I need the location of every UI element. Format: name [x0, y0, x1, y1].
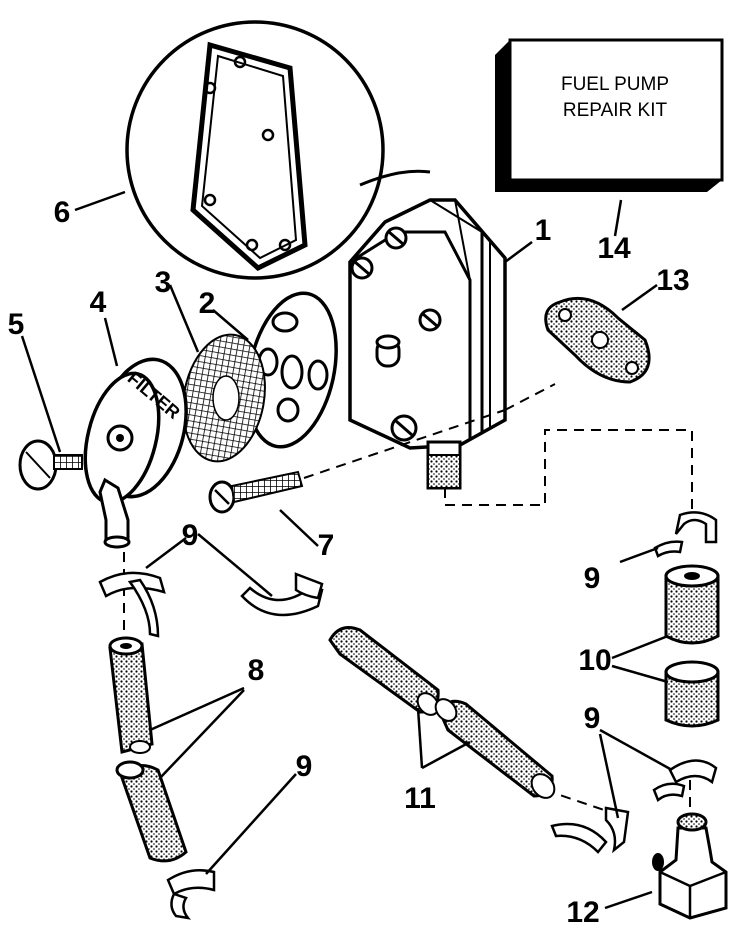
callout-1: 1 [535, 214, 552, 247]
callout-6: 6 [54, 196, 71, 229]
callout-5: 5 [8, 308, 25, 341]
thumb-screw [18, 439, 83, 491]
mounting-screw [208, 470, 304, 514]
hose-clamp-right-middle [652, 759, 718, 803]
hose-clamp-right-top [653, 511, 718, 558]
hose-clamp-right-bottom [550, 806, 630, 854]
long-hose-upper [328, 626, 440, 716]
filter-cap: FILTER [83, 357, 188, 549]
hose-sleeve-lower [664, 660, 720, 728]
callout-3: 3 [155, 266, 172, 299]
gasket-detail-circle [125, 20, 431, 280]
callout-12: 12 [566, 896, 599, 929]
callout-13: 13 [656, 264, 689, 297]
hose-clamp-lower-left [166, 869, 216, 920]
callout-10: 10 [578, 644, 611, 677]
hose-clamp-upper-left [98, 571, 166, 638]
long-hose-lower [434, 698, 556, 799]
short-hose-lower [115, 760, 188, 863]
short-hose-upper [108, 636, 154, 754]
hose-fitting-elbow [652, 812, 728, 920]
callout-7: 7 [318, 529, 335, 562]
callout-9-lower-left: 9 [296, 750, 313, 783]
callout-2: 2 [199, 287, 216, 320]
callout-8: 8 [248, 654, 265, 687]
filter-screen [182, 333, 266, 463]
callout-14: 14 [597, 232, 631, 265]
callout-9-right-top: 9 [584, 562, 601, 595]
callout-9-right-middle: 9 [584, 702, 601, 735]
callout-numbers: 1 2 3 4 5 6 7 8 9 9 9 9 10 11 12 13 14 [8, 196, 690, 929]
fuel-pump-body [348, 198, 507, 490]
leader-lines [20, 190, 673, 910]
repair-kit-box: FUEL PUMP REPAIR KIT [495, 38, 724, 192]
hose-sleeve-upper [664, 564, 720, 645]
callout-11: 11 [404, 782, 436, 815]
callout-4: 4 [90, 286, 107, 319]
assembly-dash-lines [123, 383, 693, 812]
callout-9-upper: 9 [182, 519, 199, 552]
pump-screw-heads [350, 226, 442, 442]
kit-label-line2: REPAIR KIT [563, 100, 668, 121]
hose-clamp-upper-middle [240, 572, 324, 617]
kit-label-line1: FUEL PUMP [561, 74, 669, 95]
pump-mount-gasket [544, 296, 651, 384]
